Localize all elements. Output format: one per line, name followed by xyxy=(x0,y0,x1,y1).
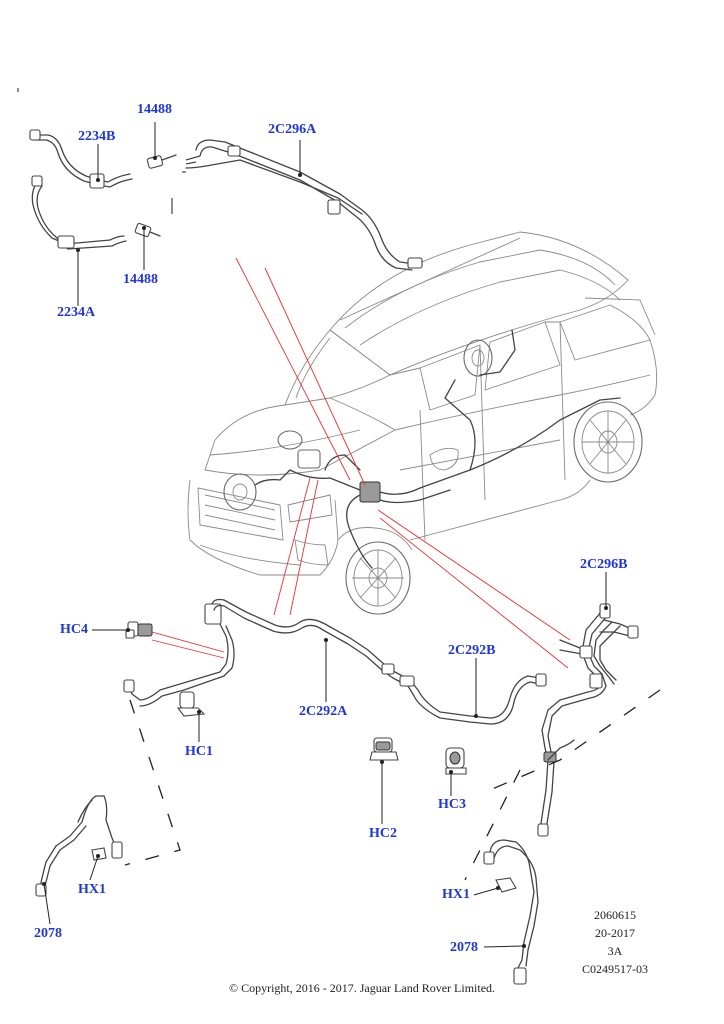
red-leader-lines xyxy=(151,257,571,669)
copyright-notice: © Copyright, 2016 - 2017. Jaguar Land Ro… xyxy=(228,981,496,995)
pipe-group-2C296B xyxy=(537,603,639,837)
ref-line-1: 2060615 xyxy=(594,908,636,922)
callout-2078-right: 2078 xyxy=(450,940,478,955)
callout-2234A: 2234A xyxy=(57,305,96,320)
callout-14488-bottom: 14488 xyxy=(123,272,158,287)
hose-group-left xyxy=(35,795,123,897)
pipe-group-2234 xyxy=(29,129,201,250)
clips-HC1-HC2-HC3 xyxy=(176,691,467,775)
callout-2C292A: 2C292A xyxy=(299,704,348,719)
pipe-group-2C296A xyxy=(185,139,423,271)
callout-HX1-left: HX1 xyxy=(78,882,106,897)
ref-line-3: 3A xyxy=(607,944,623,958)
ref-line-4: C0249517-03 xyxy=(582,962,648,976)
callout-2C292B: 2C292B xyxy=(448,643,496,658)
vehicle-illustration xyxy=(187,231,658,615)
ref-line-2: 20-2017 xyxy=(595,926,635,940)
dashed-separators xyxy=(124,689,661,881)
callout-14488-top: 14488 xyxy=(137,102,172,117)
pipe-group-2C292 xyxy=(123,598,547,725)
callout-HC1: HC1 xyxy=(185,744,213,759)
callout-2234B: 2234B xyxy=(78,129,116,144)
callout-leaders xyxy=(42,122,608,948)
callout-2078-left: 2078 xyxy=(34,926,62,941)
callout-HC3: HC3 xyxy=(438,797,466,812)
hose-group-right xyxy=(483,839,539,985)
callout-HX1-right: HX1 xyxy=(442,887,470,902)
callout-2C296A: 2C296A xyxy=(268,122,317,137)
callout-HC4: HC4 xyxy=(60,622,88,637)
callout-HC2: HC2 xyxy=(369,826,397,841)
callout-2C296B: 2C296B xyxy=(580,557,628,572)
